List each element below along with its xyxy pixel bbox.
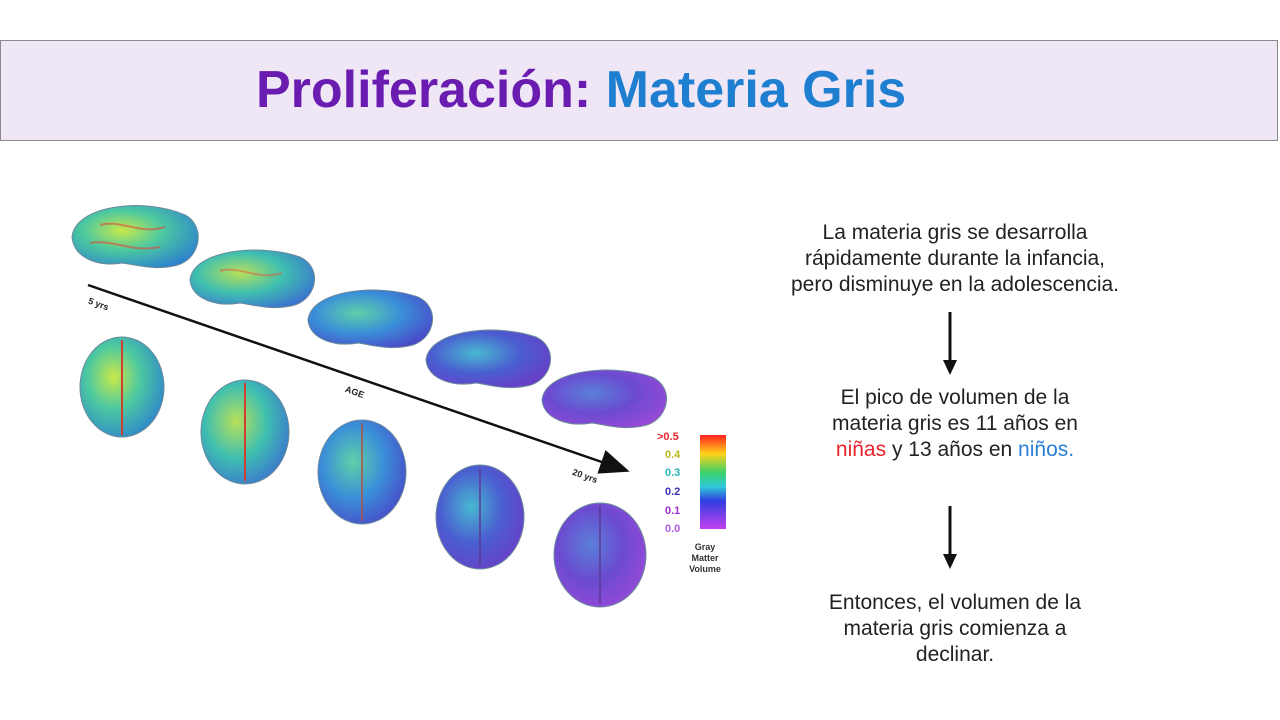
slide-title: Proliferación: Materia Gris (256, 60, 906, 120)
text-line: El pico de volumen de la (840, 386, 1070, 409)
caption-line: Volume (689, 564, 721, 574)
title-part-1: Proliferación: (256, 61, 592, 119)
scale-label-text: >0.5 (657, 431, 679, 443)
side-brain-4 (425, 329, 552, 389)
brain-illustration (71, 205, 726, 608)
text-line: La materia gris se desarrolla (822, 221, 1088, 244)
text-block-1: La materia gris se desarrolla rápidament… (700, 220, 1210, 298)
text-mid: y 13 años en (886, 438, 1019, 461)
text-line: materia gris es 11 años en (832, 412, 1078, 435)
boys-label: niños. (1018, 438, 1075, 461)
scale-label-text: 0.4 (665, 449, 681, 461)
text-line: Entonces, el volumen de la (828, 591, 1082, 614)
scale-label-text: 0.1 (665, 505, 681, 517)
scale-label-6: 0.0 (665, 523, 680, 535)
age-arrow (87, 283, 630, 474)
scale-label-text: 0.2 (665, 486, 681, 498)
text-block-2: El pico de volumen de la materia gris es… (700, 385, 1210, 463)
color-scale-bar (700, 435, 726, 529)
side-brain-20yrs (541, 369, 668, 429)
text-line: declinar. (915, 643, 995, 666)
girls-label: niñas (835, 438, 887, 461)
scale-label-5: 0.1 (665, 505, 680, 517)
text-block-3: Entonces, el volumen de la materia gris … (700, 590, 1210, 668)
scale-label-2: 0.4 (665, 449, 680, 461)
scale-caption: Gray Matter Volume (665, 542, 745, 575)
text-line: pero disminuye en la adolescencia. (790, 273, 1120, 296)
text-line: rápidamente durante la infancia, (804, 247, 1106, 270)
scale-label-4: 0.2 (665, 486, 680, 498)
title-banner (0, 40, 1278, 141)
caption-line: Gray (694, 542, 716, 552)
caption-line: Matter (691, 553, 719, 563)
scale-label-3: 0.3 (665, 467, 680, 479)
scale-label-text: 0.3 (665, 467, 681, 479)
scale-label-1: >0.5 (657, 431, 679, 443)
text-line: niñas y 13 años en niños. (700, 437, 1210, 463)
title-part-2: Materia Gris (605, 61, 907, 119)
brain-development-figure: 5 yrs AGE 20 yrs >0.5 0.4 0.3 0.2 0.1 0.… (60, 195, 740, 615)
side-brain-2 (189, 249, 316, 309)
down-arrow-2 (943, 506, 957, 569)
side-brain-3 (307, 289, 434, 349)
side-brain-5yrs (71, 205, 199, 269)
text-line: materia gris comienza a (843, 617, 1067, 640)
down-arrow-1 (943, 312, 957, 375)
scale-label-text: 0.0 (665, 523, 681, 535)
